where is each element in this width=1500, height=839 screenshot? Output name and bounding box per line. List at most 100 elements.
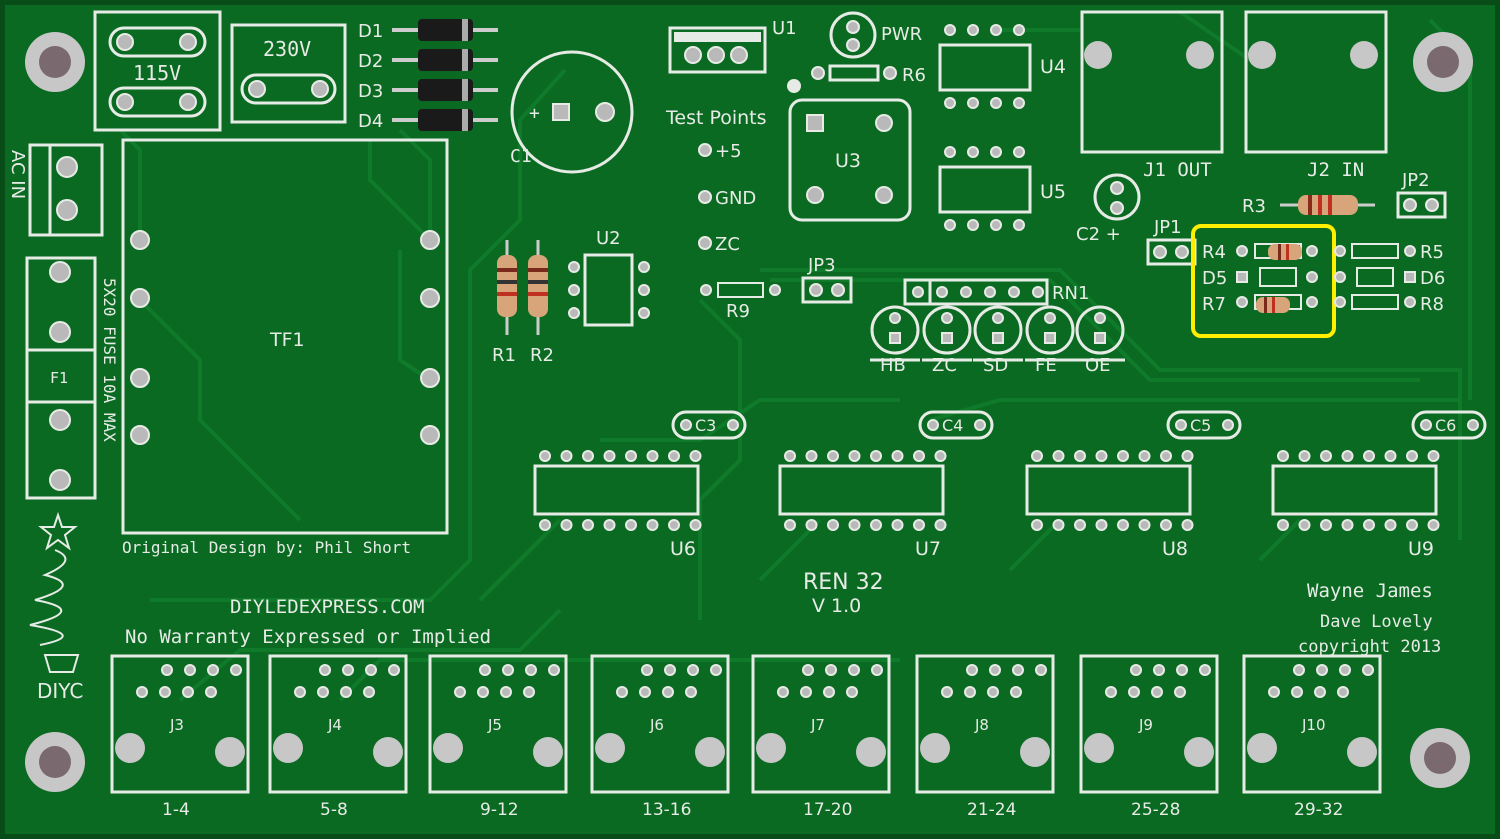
test-point-5v[interactable]: +5 xyxy=(715,141,742,162)
ic-pin xyxy=(1181,450,1194,462)
pin xyxy=(1339,664,1351,676)
diode-d1: D1 xyxy=(358,19,498,42)
pin xyxy=(548,664,560,676)
label-d3: D3 xyxy=(358,81,383,102)
led-label: SD xyxy=(983,355,1008,376)
mounting-holes xyxy=(25,32,1473,792)
ic-pin xyxy=(1095,519,1108,531)
pin xyxy=(182,686,194,698)
output-connector-j10: J10 29-32 xyxy=(1242,654,1382,820)
ic-pin xyxy=(1031,519,1043,531)
label-r9: R9 xyxy=(726,301,750,322)
label-fuse-note: 5X20 FUSE 10A MAX xyxy=(100,278,119,442)
test-point-gnd[interactable]: GND xyxy=(715,188,756,209)
copyright: copyright 2013 xyxy=(1298,637,1441,657)
connector-j1-out: J1 OUT xyxy=(1080,10,1224,181)
label-r8: R8 xyxy=(1420,294,1444,315)
pin xyxy=(687,664,699,676)
pin xyxy=(365,664,377,676)
mount-hole xyxy=(1020,737,1050,767)
capacitor-c3: C3 xyxy=(671,410,747,440)
label-r1: R1 xyxy=(492,345,516,366)
label-d6: D6 xyxy=(1420,268,1445,289)
mount-hole xyxy=(1247,733,1277,763)
rn1-pin xyxy=(1032,286,1044,298)
pin xyxy=(802,664,814,676)
ic-pin xyxy=(913,519,925,531)
ic-pin xyxy=(1052,450,1065,462)
led-label: HB xyxy=(880,355,906,376)
cap-label: C6 xyxy=(1435,416,1456,435)
mount-hole xyxy=(115,733,145,763)
ic-pin xyxy=(539,519,551,531)
ic-pin xyxy=(967,146,979,158)
led-label: FE xyxy=(1035,355,1057,376)
pin xyxy=(823,686,835,698)
ic-pin xyxy=(1320,450,1332,462)
highlight-box xyxy=(1191,224,1336,338)
ic-pin xyxy=(1013,24,1025,36)
channel-range-label: 29-32 xyxy=(1294,800,1343,820)
ic-pin xyxy=(582,519,594,531)
ic-pin xyxy=(603,519,616,531)
label-d4: D4 xyxy=(358,111,383,132)
connector-label: J3 xyxy=(169,716,184,734)
connector-label: J10 xyxy=(1301,716,1326,734)
pin xyxy=(523,686,535,698)
mount-hole xyxy=(1184,737,1214,767)
led-label: OE xyxy=(1085,355,1111,376)
channel-range-label: 25-28 xyxy=(1131,800,1180,820)
mount-hole xyxy=(856,737,886,767)
ic-pin xyxy=(1384,519,1397,531)
pin xyxy=(388,664,400,676)
highlighted-components: R4 D5 R7 R5 D6 R8 xyxy=(1191,224,1445,338)
output-connector-j3: J31-4 xyxy=(110,654,250,820)
pin xyxy=(1151,686,1163,698)
capacitor-c4: C4 xyxy=(918,410,994,440)
ic-pin xyxy=(934,450,947,462)
mount-hole xyxy=(695,737,725,767)
pin xyxy=(941,686,953,698)
jumper-jp1[interactable]: JP1 xyxy=(1146,217,1197,266)
connector-label: J9 xyxy=(1138,716,1153,734)
fuse-holder-f1: F1 5X20 FUSE 10A MAX xyxy=(25,256,119,500)
pin xyxy=(500,686,512,698)
ic-pin xyxy=(625,519,637,531)
resistors-r1-r2: R1 R2 xyxy=(492,240,554,366)
pin xyxy=(1012,664,1024,676)
ic-pin xyxy=(1298,450,1311,462)
ic-pin xyxy=(1277,450,1289,462)
diode-body xyxy=(418,49,473,71)
mount-hole xyxy=(273,733,303,763)
label-d1: D1 xyxy=(358,21,383,42)
ic-pin xyxy=(1117,450,1129,462)
label-c2: C2 + xyxy=(1076,224,1121,245)
ic-pin xyxy=(668,519,680,531)
test-point-zc[interactable]: ZC xyxy=(715,234,740,255)
logo-text: DIYC xyxy=(37,679,83,703)
voltage-select-230v: 230V xyxy=(230,23,347,124)
module-u3: U3 xyxy=(788,98,912,222)
pin xyxy=(502,664,514,676)
jumper-jp3[interactable]: JP3 xyxy=(801,255,853,304)
pin xyxy=(1337,686,1349,698)
label-c1: C1 xyxy=(510,146,532,167)
label-d5: D5 xyxy=(1202,268,1227,289)
mount-hole xyxy=(433,733,463,763)
ic-pin xyxy=(689,519,702,531)
ic-pin xyxy=(891,450,904,462)
ic-pin xyxy=(944,219,956,231)
channel-range-label: 5-8 xyxy=(320,800,348,820)
jumper-jp2[interactable]: JP2 xyxy=(1396,170,1447,219)
ic-pin xyxy=(1074,450,1086,462)
test-points-title: Test Points xyxy=(665,107,767,129)
ic-pin xyxy=(784,450,796,462)
pin xyxy=(525,664,537,676)
ic-pin xyxy=(1298,519,1311,531)
connector-j2-in: J2 IN xyxy=(1244,10,1388,181)
